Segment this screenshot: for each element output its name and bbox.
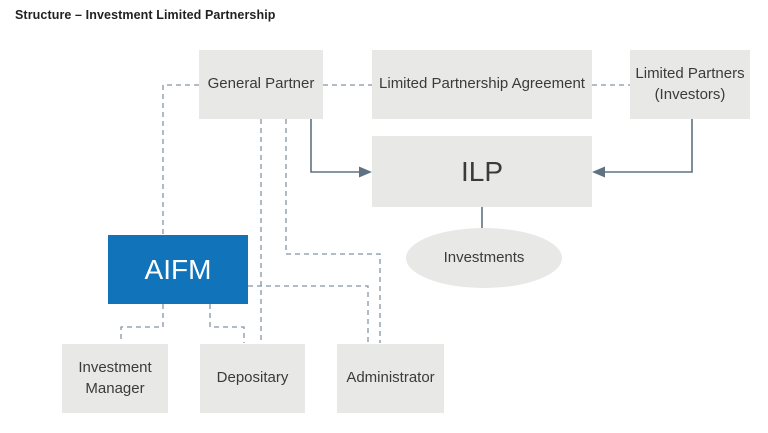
connector-gp-administrator [285, 119, 381, 343]
connector-aifm-investment-manager [120, 304, 164, 343]
arrowhead-into-ilp-right [592, 166, 605, 178]
node-general-partner-label: General Partner [207, 75, 315, 93]
node-depositary-label: Depositary [216, 369, 289, 387]
node-investment-manager-label: Investment Manager [78, 359, 152, 397]
node-aifm: AIFM [108, 235, 248, 304]
connector-aifm-depositary [209, 304, 245, 343]
connector-lp-ilp [604, 119, 693, 173]
connector-aifm-administrator [248, 285, 369, 343]
connector-gp-ilp [310, 119, 360, 173]
node-limited-partnership-agreement-label: Limited Partnership Agreement [379, 75, 585, 93]
node-limited-partners: Limited Partners (Investors) [630, 50, 750, 119]
node-limited-partnership-agreement: Limited Partnership Agreement [372, 50, 592, 119]
node-general-partner: General Partner [199, 50, 323, 119]
node-administrator-label: Administrator [346, 369, 435, 387]
node-administrator: Administrator [337, 344, 444, 413]
node-depositary: Depositary [200, 344, 305, 413]
connector-gp-aifm [162, 84, 199, 235]
node-investment-manager: Investment Manager [62, 344, 168, 413]
node-investments: Investments [406, 228, 562, 288]
page-title: Structure – Investment Limited Partnersh… [15, 8, 276, 22]
node-aifm-label: AIFM [144, 253, 212, 285]
node-ilp: ILP [372, 136, 592, 207]
node-limited-partners-label: Limited Partners (Investors) [635, 65, 745, 103]
arrowhead-into-ilp-left [359, 166, 372, 178]
node-ilp-label: ILP [460, 155, 504, 187]
node-investments-label: Investments [443, 248, 525, 266]
